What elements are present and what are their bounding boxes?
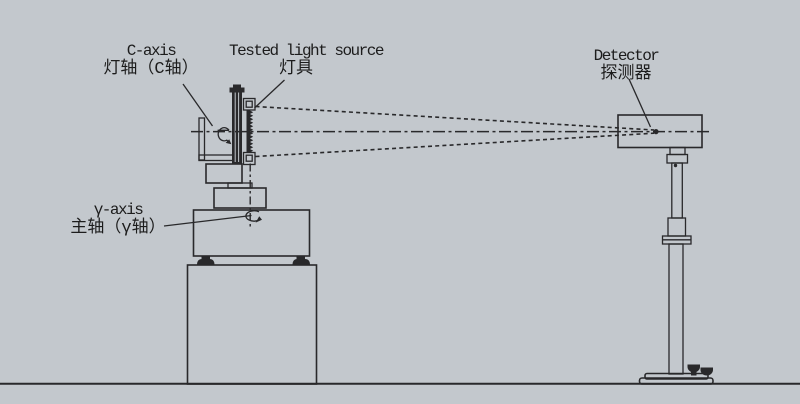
label-c-axis-en: C-axis bbox=[126, 42, 177, 60]
leader-gamma-axis bbox=[163, 214, 252, 227]
detector-assembly bbox=[617, 114, 714, 385]
leader-detector bbox=[628, 78, 652, 128]
detector-aperture-dot bbox=[653, 129, 659, 135]
turntable-box bbox=[213, 187, 267, 209]
caster-knob-right bbox=[700, 367, 713, 376]
goniophotometer bbox=[186, 84, 318, 385]
lamp-clamp-top bbox=[242, 97, 256, 111]
label-gamma-axis: γ-axis 主轴（γ轴） bbox=[46, 201, 190, 239]
ray-top bbox=[255, 105, 655, 131]
riser-box bbox=[205, 163, 243, 184]
gamma-axis-rotation-icon bbox=[245, 210, 262, 223]
label-c-axis-zh: 灯轴（C轴） bbox=[103, 60, 199, 79]
stand-column-lower bbox=[668, 243, 684, 375]
lamp-post bbox=[229, 84, 245, 164]
stand-base bbox=[638, 372, 714, 385]
leveling-foot-left bbox=[197, 256, 215, 265]
stand-neck bbox=[669, 146, 686, 156]
ray-bottom bbox=[255, 132, 655, 158]
lamp-clamp-bottom bbox=[242, 151, 256, 166]
lamp-cap bbox=[229, 87, 245, 93]
leader-c-axis bbox=[182, 83, 214, 127]
leveling-foot-right bbox=[292, 256, 310, 265]
leader-lines bbox=[163, 78, 652, 227]
caster-knob-left bbox=[687, 364, 700, 376]
label-detector-en: Detector bbox=[593, 47, 660, 65]
label-tested-light-source-en: Tested light source bbox=[229, 42, 384, 60]
label-gamma-axis-zh: 主轴（γ轴） bbox=[70, 219, 166, 238]
c-axis-rotation-icon bbox=[217, 127, 232, 145]
label-tested-light-source: Tested light source 灯具 bbox=[221, 42, 391, 80]
label-gamma-axis-en: γ-axis bbox=[93, 201, 144, 219]
c-bracket bbox=[198, 117, 235, 162]
label-detector-zh: 探测器 bbox=[600, 65, 652, 84]
label-tested-light-source-zh: 灯具 bbox=[279, 60, 313, 79]
label-detector: Detector 探测器 bbox=[566, 47, 686, 85]
leader-light-source bbox=[254, 79, 285, 109]
equipment-box bbox=[192, 209, 311, 257]
lamp-heatsink bbox=[246, 110, 254, 153]
label-c-axis: C-axis 灯轴（C轴） bbox=[96, 42, 206, 80]
light-rays bbox=[255, 105, 655, 158]
stand-collar bbox=[666, 153, 689, 164]
stand-screw-dot bbox=[673, 163, 678, 168]
stand-sleeve bbox=[667, 217, 687, 237]
detector-box bbox=[617, 114, 703, 149]
stand-column-upper bbox=[671, 162, 683, 219]
pedestal-base bbox=[186, 264, 318, 385]
